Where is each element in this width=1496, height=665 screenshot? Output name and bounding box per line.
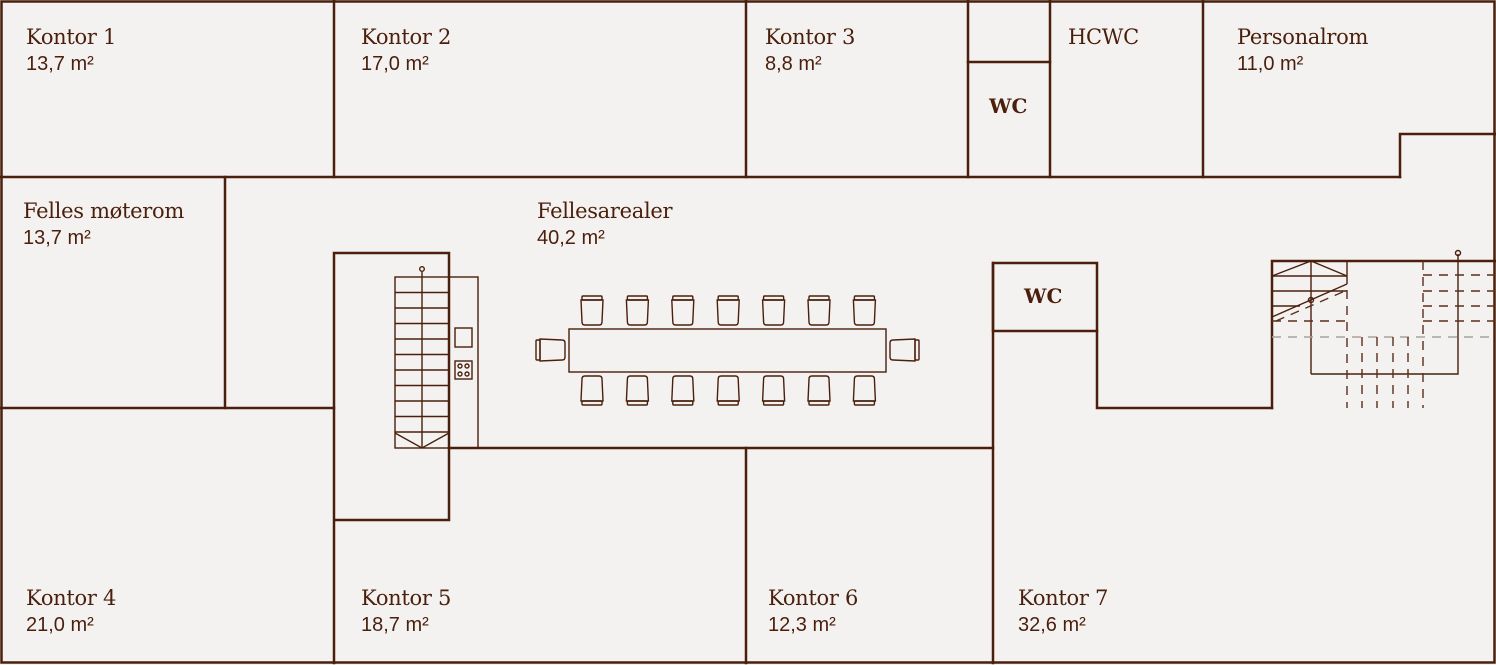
room-kontor-1[interactable]: Kontor 1 13,7 m² [26,24,116,78]
room-name: Kontor 4 [26,586,117,610]
room-fellesarealer[interactable]: Fellesarealer 40,2 m² [537,198,673,252]
room-kontor-3[interactable]: Kontor 3 8,8 m² [765,24,855,78]
room-kontor-5[interactable]: Kontor 5 18,7 m² [361,585,451,639]
chair-icon [716,295,740,326]
conference-table-group [535,295,920,406]
sink-icon [454,327,473,348]
chair-icon [761,375,786,406]
room-name: WC [989,94,1028,118]
room-name: Kontor 2 [361,25,452,49]
chair-icon [761,295,786,326]
room-name: Personalrom [1237,25,1369,49]
room-felles-moterom[interactable]: Felles møterom 13,7 m² [23,198,184,252]
room-name: Kontor 7 [1018,586,1109,610]
chair-icon [852,295,877,326]
room-area: 8,8 m² [765,53,822,75]
chair-icon [807,375,831,406]
room-area: 13,7 m² [23,227,91,249]
room-wc-top[interactable]: WC [989,94,1027,118]
chair-icon [535,338,566,362]
room-hcwc[interactable]: HCWC [1068,24,1139,50]
room-area: 32,6 m² [1018,614,1086,636]
room-area: 17,0 m² [361,53,429,75]
room-wc-middle[interactable]: WC [1024,284,1062,308]
chair-icon [580,295,604,326]
room-personalrom[interactable]: Personalrom 11,0 m² [1237,24,1368,78]
room-name: Kontor 5 [361,586,452,610]
stair-start-marker [419,266,426,273]
room-name: Kontor 1 [26,25,117,49]
room-area: 18,7 m² [361,614,429,636]
room-kontor-4[interactable]: Kontor 4 21,0 m² [26,585,116,639]
chair-icon [625,295,650,326]
chair-icon [671,375,695,406]
room-kontor-6[interactable]: Kontor 6 12,3 m² [768,585,858,639]
chair-icon [625,375,650,406]
chair-icon [716,375,740,406]
chair-icon [580,375,604,406]
room-kontor-7[interactable]: Kontor 7 32,6 m² [1018,585,1108,639]
kitchen-counter [448,276,479,449]
room-name: Kontor 3 [765,25,856,49]
stove-icon [454,360,473,380]
room-area: 11,0 m² [1237,53,1304,75]
room-area: 21,0 m² [26,614,94,636]
room-kontor-2[interactable]: Kontor 2 17,0 m² [361,24,451,78]
room-name: Kontor 6 [768,586,859,610]
stair-right [1271,249,1495,408]
room-name: HCWC [1068,25,1139,49]
chair-icon [889,338,920,362]
chair-icon [671,295,695,326]
room-name: Felles møterom [23,199,184,223]
room-area: 13,7 m² [26,53,94,75]
chair-icon [807,295,831,326]
conference-table [568,328,887,373]
chair-icon [852,375,877,406]
stair-left [394,266,450,449]
room-name: Fellesarealer [537,199,673,223]
stair-landing [394,432,450,449]
room-name: WC [1024,284,1063,308]
room-area: 40,2 m² [537,227,605,249]
room-area: 12,3 m² [768,614,836,636]
